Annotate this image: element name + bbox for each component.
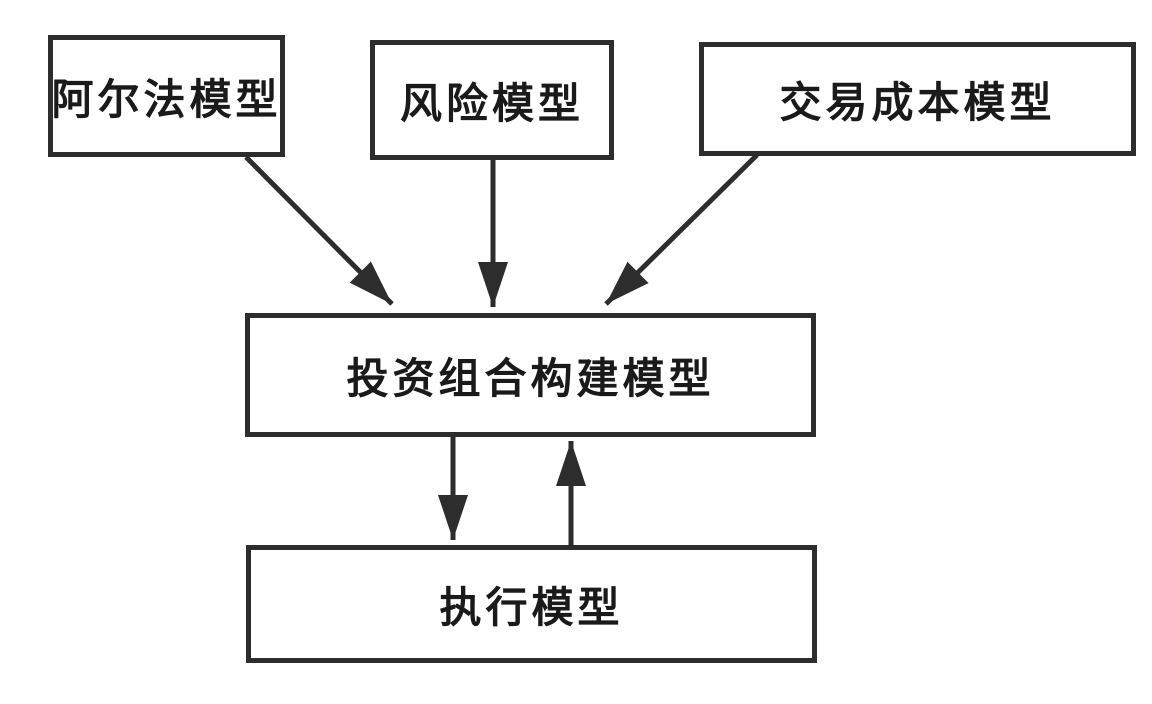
node-execution-model: 执行模型 <box>246 545 817 663</box>
node-portfolio-construction-model: 投资组合构建模型 <box>245 313 816 437</box>
node-transaction-cost-model: 交易成本模型 <box>699 42 1136 156</box>
node-transaction-cost-model-label: 交易成本模型 <box>779 80 1056 127</box>
node-alpha-model-label: 阿尔法模型 <box>51 77 282 124</box>
node-risk-model: 风险模型 <box>370 40 614 160</box>
arrow-cost-to-portfolio <box>604 153 759 306</box>
node-risk-model-label: 风险模型 <box>399 81 584 128</box>
arrow-alpha-to-portfolio <box>244 155 394 306</box>
node-execution-model-label: 执行模型 <box>439 585 624 632</box>
node-alpha-model: 阿尔法模型 <box>48 35 285 157</box>
node-portfolio-construction-model-label: 投资组合构建模型 <box>346 356 715 403</box>
